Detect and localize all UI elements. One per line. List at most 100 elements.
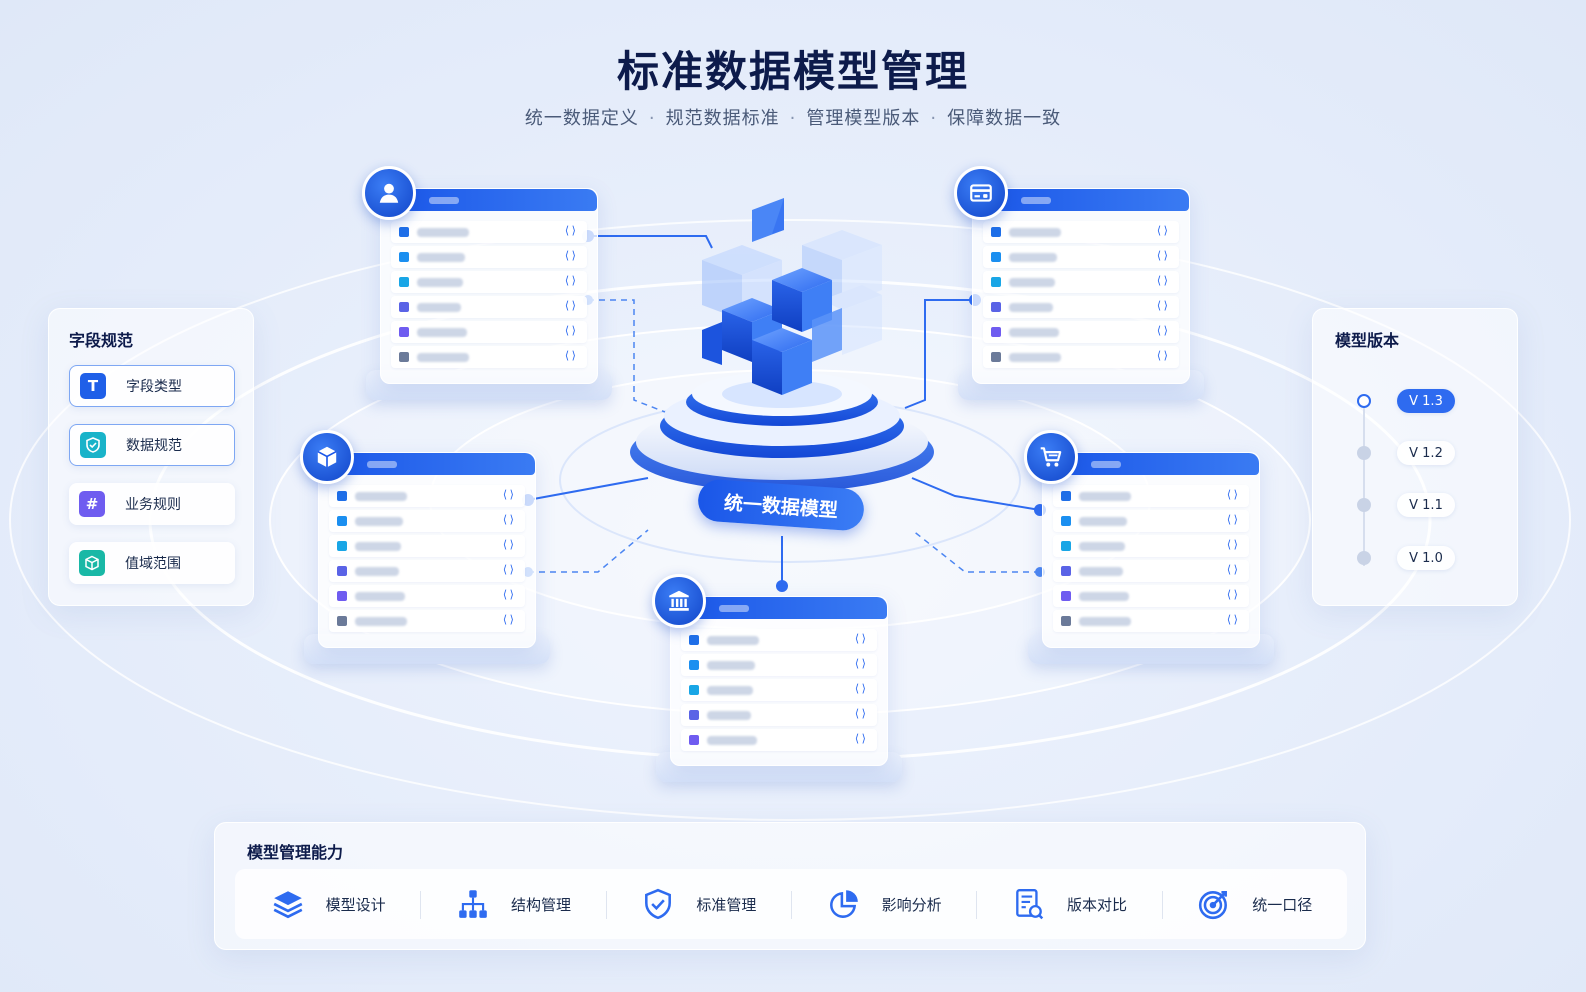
- table-row[interactable]: ⟨⟩: [1053, 610, 1249, 632]
- table-row[interactable]: ⟨⟩: [681, 679, 877, 701]
- code-icon[interactable]: ⟨⟩: [853, 707, 867, 720]
- table-row[interactable]: ⟨⟩: [329, 535, 525, 557]
- code-icon[interactable]: ⟨⟩: [501, 563, 515, 576]
- subtitle-part: 统一数据定义: [524, 108, 639, 129]
- table-card-institution[interactable]: ⟨⟩ ⟨⟩ ⟨⟩ ⟨⟩ ⟨⟩: [652, 574, 902, 782]
- code-icon[interactable]: ⟨⟩: [1225, 613, 1239, 626]
- field-spec-label: 业务规则: [125, 497, 181, 513]
- code-icon[interactable]: ⟨⟩: [563, 349, 577, 362]
- table-row[interactable]: ⟨⟩: [681, 654, 877, 676]
- credit-card-icon: [954, 166, 1008, 220]
- field-type-marker: [689, 685, 699, 695]
- code-icon[interactable]: ⟨⟩: [853, 632, 867, 645]
- subtitle-separator: ·: [930, 108, 938, 129]
- version-item[interactable]: V 1.2: [1357, 441, 1455, 465]
- field-spec-label: 字段类型: [126, 379, 182, 395]
- code-icon[interactable]: ⟨⟩: [1155, 274, 1169, 287]
- code-icon[interactable]: ⟨⟩: [501, 538, 515, 551]
- table-row[interactable]: ⟨⟩: [1053, 560, 1249, 582]
- table-row[interactable]: ⟨⟩: [391, 321, 587, 343]
- code-icon[interactable]: ⟨⟩: [853, 732, 867, 745]
- pie-chart-icon: [826, 886, 862, 922]
- code-icon[interactable]: ⟨⟩: [853, 657, 867, 670]
- code-icon[interactable]: ⟨⟩: [501, 488, 515, 501]
- table-row[interactable]: ⟨⟩: [329, 510, 525, 532]
- table-card-user[interactable]: ⟨⟩ ⟨⟩ ⟨⟩ ⟨⟩ ⟨⟩ ⟨⟩: [362, 166, 612, 400]
- field-name-placeholder: [1009, 353, 1061, 362]
- table-row[interactable]: ⟨⟩: [983, 296, 1179, 318]
- capability-unified-caliber[interactable]: 统一口径: [1161, 869, 1347, 939]
- field-name-placeholder: [1009, 303, 1053, 312]
- capability-label: 版本对比: [1066, 895, 1127, 914]
- table-row[interactable]: ⟨⟩: [983, 246, 1179, 268]
- table-card-cart[interactable]: ⟨⟩ ⟨⟩ ⟨⟩ ⟨⟩ ⟨⟩ ⟨⟩: [1024, 430, 1274, 664]
- field-name-placeholder: [1079, 542, 1125, 551]
- table-row[interactable]: ⟨⟩: [329, 560, 525, 582]
- field-name-placeholder: [355, 517, 403, 526]
- code-icon[interactable]: ⟨⟩: [1225, 488, 1239, 501]
- table-row[interactable]: ⟨⟩: [681, 629, 877, 651]
- table-row[interactable]: ⟨⟩: [391, 221, 587, 243]
- version-item[interactable]: V 1.3: [1357, 389, 1455, 413]
- capability-structure[interactable]: 结构管理: [420, 869, 605, 939]
- code-icon[interactable]: ⟨⟩: [501, 513, 515, 526]
- table-row[interactable]: ⟨⟩: [391, 296, 587, 318]
- code-icon[interactable]: ⟨⟩: [1225, 538, 1239, 551]
- table-row[interactable]: ⟨⟩: [391, 271, 587, 293]
- table-row[interactable]: ⟨⟩: [1053, 485, 1249, 507]
- code-icon[interactable]: ⟨⟩: [1155, 324, 1169, 337]
- table-row[interactable]: ⟨⟩: [681, 704, 877, 726]
- table-row[interactable]: ⟨⟩: [1053, 585, 1249, 607]
- version-item[interactable]: V 1.1: [1357, 493, 1455, 517]
- field-spec-item-rules[interactable]: # 业务规则: [69, 483, 235, 525]
- table-card-payment[interactable]: ⟨⟩ ⟨⟩ ⟨⟩ ⟨⟩ ⟨⟩ ⟨⟩: [954, 166, 1204, 400]
- table-row[interactable]: ⟨⟩: [983, 321, 1179, 343]
- field-spec-item-range[interactable]: 值域范围: [69, 542, 235, 584]
- field-type-marker: [991, 227, 1001, 237]
- card-body: ⟨⟩ ⟨⟩ ⟨⟩ ⟨⟩ ⟨⟩ ⟨⟩: [318, 452, 536, 648]
- table-row[interactable]: ⟨⟩: [983, 346, 1179, 368]
- code-icon[interactable]: ⟨⟩: [501, 588, 515, 601]
- code-icon[interactable]: ⟨⟩: [1225, 588, 1239, 601]
- code-icon[interactable]: ⟨⟩: [563, 224, 577, 237]
- table-row[interactable]: ⟨⟩: [681, 729, 877, 751]
- field-spec-item-standard[interactable]: 数据规范: [69, 424, 235, 466]
- table-row[interactable]: ⟨⟩: [983, 221, 1179, 243]
- capability-standard[interactable]: 标准管理: [605, 869, 791, 939]
- table-row[interactable]: ⟨⟩: [329, 610, 525, 632]
- table-row[interactable]: ⟨⟩: [391, 346, 587, 368]
- capability-model-design[interactable]: 模型设计: [235, 869, 420, 939]
- code-icon[interactable]: ⟨⟩: [1155, 249, 1169, 262]
- table-row[interactable]: ⟨⟩: [1053, 510, 1249, 532]
- code-icon[interactable]: ⟨⟩: [563, 299, 577, 312]
- table-row[interactable]: ⟨⟩: [1053, 535, 1249, 557]
- version-item[interactable]: V 1.0: [1357, 546, 1455, 570]
- version-badge: V 1.1: [1397, 493, 1455, 517]
- shield-check-icon: [80, 432, 106, 458]
- capabilities-panel: 模型管理能力 模型设计 结构管理 标准管理: [214, 822, 1366, 950]
- code-icon[interactable]: ⟨⟩: [501, 613, 515, 626]
- code-icon[interactable]: ⟨⟩: [563, 274, 577, 287]
- code-icon[interactable]: ⟨⟩: [563, 249, 577, 262]
- code-icon[interactable]: ⟨⟩: [853, 682, 867, 695]
- code-icon[interactable]: ⟨⟩: [1225, 513, 1239, 526]
- capability-impact[interactable]: 影响分析: [790, 869, 976, 939]
- code-icon[interactable]: ⟨⟩: [563, 324, 577, 337]
- field-spec-item-type[interactable]: T 字段类型: [69, 365, 235, 407]
- field-name-placeholder: [1009, 278, 1055, 287]
- table-row[interactable]: ⟨⟩: [329, 485, 525, 507]
- version-badge: V 1.0: [1397, 546, 1455, 570]
- table-card-product[interactable]: ⟨⟩ ⟨⟩ ⟨⟩ ⟨⟩ ⟨⟩ ⟨⟩: [300, 430, 550, 664]
- field-name-placeholder: [1079, 492, 1131, 501]
- capability-version-compare[interactable]: 版本对比: [976, 869, 1161, 939]
- field-type-marker: [991, 327, 1001, 337]
- field-type-marker: [337, 591, 347, 601]
- code-icon[interactable]: ⟨⟩: [1155, 349, 1169, 362]
- table-row[interactable]: ⟨⟩: [983, 271, 1179, 293]
- code-icon[interactable]: ⟨⟩: [1225, 563, 1239, 576]
- field-name-placeholder: [707, 686, 753, 695]
- table-row[interactable]: ⟨⟩: [391, 246, 587, 268]
- code-icon[interactable]: ⟨⟩: [1155, 299, 1169, 312]
- table-row[interactable]: ⟨⟩: [329, 585, 525, 607]
- code-icon[interactable]: ⟨⟩: [1155, 224, 1169, 237]
